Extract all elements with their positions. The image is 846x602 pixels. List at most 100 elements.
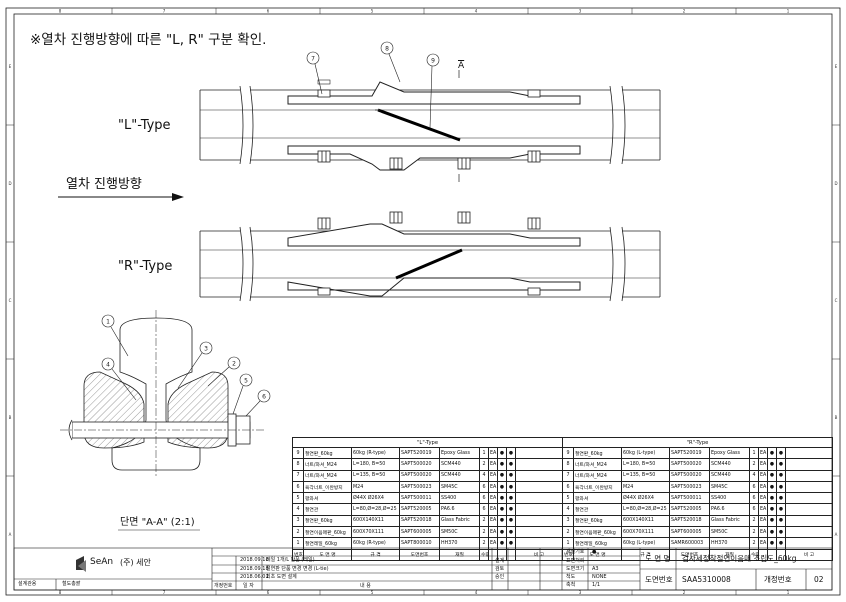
bom-cell: 6 — [749, 492, 759, 505]
approval-approve: 승인 — [495, 574, 505, 580]
bom-column-header: 규 격 — [351, 548, 400, 561]
bom-cell: EA — [758, 458, 768, 471]
bom-cell: 4 — [292, 503, 304, 516]
bom-cell: 60kg (R-type) — [351, 537, 400, 550]
grid-bottom-label: 3 — [579, 590, 582, 595]
bom-cell: ● — [497, 469, 507, 482]
bom-cell: 절연판_60kg — [303, 514, 352, 528]
bom-cell — [514, 492, 564, 505]
drawing-no: SAA5310008 — [682, 575, 731, 584]
bom-cell: SAPT500020 — [399, 458, 440, 471]
bom-cell: ● — [776, 503, 786, 516]
bom-cell: SAPT520018 — [399, 514, 440, 528]
bom-cell: 1 — [479, 446, 489, 460]
designer-value: 철도총괄 — [62, 581, 81, 587]
grid-bottom-label: 7 — [163, 590, 166, 595]
bom-cell: M24 — [621, 480, 670, 494]
bom-cell: 7 — [292, 469, 304, 482]
bom-cell: EA — [488, 469, 498, 482]
bom-cell: ● — [776, 446, 786, 460]
bom-cell: 2 — [479, 526, 489, 539]
callout-9: 9 — [431, 58, 435, 65]
bom-cell: 6 — [749, 480, 759, 494]
bom-cell: ● — [497, 480, 507, 494]
bom-column-header: 번호 — [562, 548, 574, 561]
callout-8: 8 — [385, 46, 389, 53]
bom-cell: 절연관 — [303, 503, 352, 516]
bom-cell: SAPT600005 — [399, 526, 440, 539]
bom-cell: ● — [776, 514, 786, 528]
bom-cell: EA — [488, 458, 498, 471]
bom-cell: ● — [767, 458, 777, 471]
rev-header-no: 개정번호 — [214, 583, 233, 589]
grid-top-label: 6 — [267, 9, 270, 14]
bom-cell: SAPT600005 — [669, 526, 710, 539]
grid-top-label: 4 — [475, 9, 478, 14]
bom-cell: ● — [776, 537, 786, 550]
grid-bottom-label: 6 — [267, 590, 270, 595]
bom-title: "L"-Type — [291, 437, 564, 448]
bom-cell — [785, 480, 833, 494]
bom-cell: Glass Fabric — [709, 514, 750, 528]
approval-review: 검토 — [495, 566, 505, 572]
grid-left-label: D — [8, 181, 11, 186]
bom-header-row: 번호도 면 명규 격도면번호재질수량비 고 — [292, 548, 564, 561]
bom-cell — [785, 503, 833, 516]
grid-top-label: 1 — [787, 9, 790, 14]
bom-cell: 절연레일_60kg — [573, 537, 622, 550]
grid-bottom-label: 1 — [787, 590, 790, 595]
bom-cell: L=180, B=50 — [621, 458, 670, 471]
bom-cell — [785, 469, 833, 482]
bom-cell: ● — [506, 469, 516, 482]
callout-2: 2 — [232, 361, 236, 368]
grid-right-label: B — [835, 415, 838, 420]
bom-cell: 60kg (L-type) — [621, 446, 670, 460]
bom-cell: PA6.6 — [439, 503, 480, 516]
bom-cell: 6 — [749, 503, 759, 516]
revision-1-content: 레일 1개/L 단품 (레일) — [266, 557, 315, 563]
bom-cell: Ø44X Ø26X4 — [351, 492, 400, 505]
bom-cell: 2 — [479, 537, 489, 550]
grid-right-label: E — [835, 64, 838, 69]
bom-cell: ● — [497, 503, 507, 516]
bom-cell: EA — [758, 526, 768, 539]
bom-cell: SAMR600003 — [669, 537, 710, 550]
bom-cell: ● — [776, 480, 786, 494]
bom-cell: ● — [497, 446, 507, 460]
bom-column-header: 도면번호 — [399, 548, 440, 561]
bom-cell: EA — [758, 537, 768, 550]
bom-cell — [514, 480, 564, 494]
bom-cell: SAPT500023 — [399, 480, 440, 494]
info-size-value: A3 — [592, 566, 599, 572]
bom-cell: 1 — [562, 537, 574, 550]
callout-6: 6 — [262, 394, 266, 401]
bom-cell: 평와셔 — [573, 492, 622, 505]
info-ratio-label: 축척 — [566, 582, 576, 588]
bom-cell: ● — [776, 526, 786, 539]
l-type-plan-view — [199, 70, 661, 182]
bom-cell: 4 — [562, 503, 574, 516]
info-scale-label: 척도 — [566, 574, 576, 580]
bom-cell: ● — [767, 503, 777, 516]
bom-column-header: 수량 — [479, 548, 489, 561]
section-a-a-view — [60, 310, 264, 476]
bom-cell: 절연이음매판_60kg — [303, 526, 352, 539]
bom-cell: 절연판_60kg — [303, 446, 352, 460]
drawing-no-label: 도면번호 — [645, 575, 673, 584]
section-callouts — [101, 314, 271, 417]
bom-cell: ● — [497, 514, 507, 528]
bom-cell: 600X70X111 — [621, 526, 670, 539]
grid-top-label: 2 — [683, 9, 686, 14]
grid-left-label: A — [9, 532, 12, 537]
direction-arrow — [58, 193, 184, 201]
rev-header-date: 일 자 — [243, 583, 254, 589]
bom-cell: L=135, B=50 — [351, 469, 400, 482]
approval-design: 설계 — [495, 558, 505, 564]
bom-cell: 평와셔 — [303, 492, 352, 505]
rev-header-content: 내 용 — [360, 583, 371, 589]
